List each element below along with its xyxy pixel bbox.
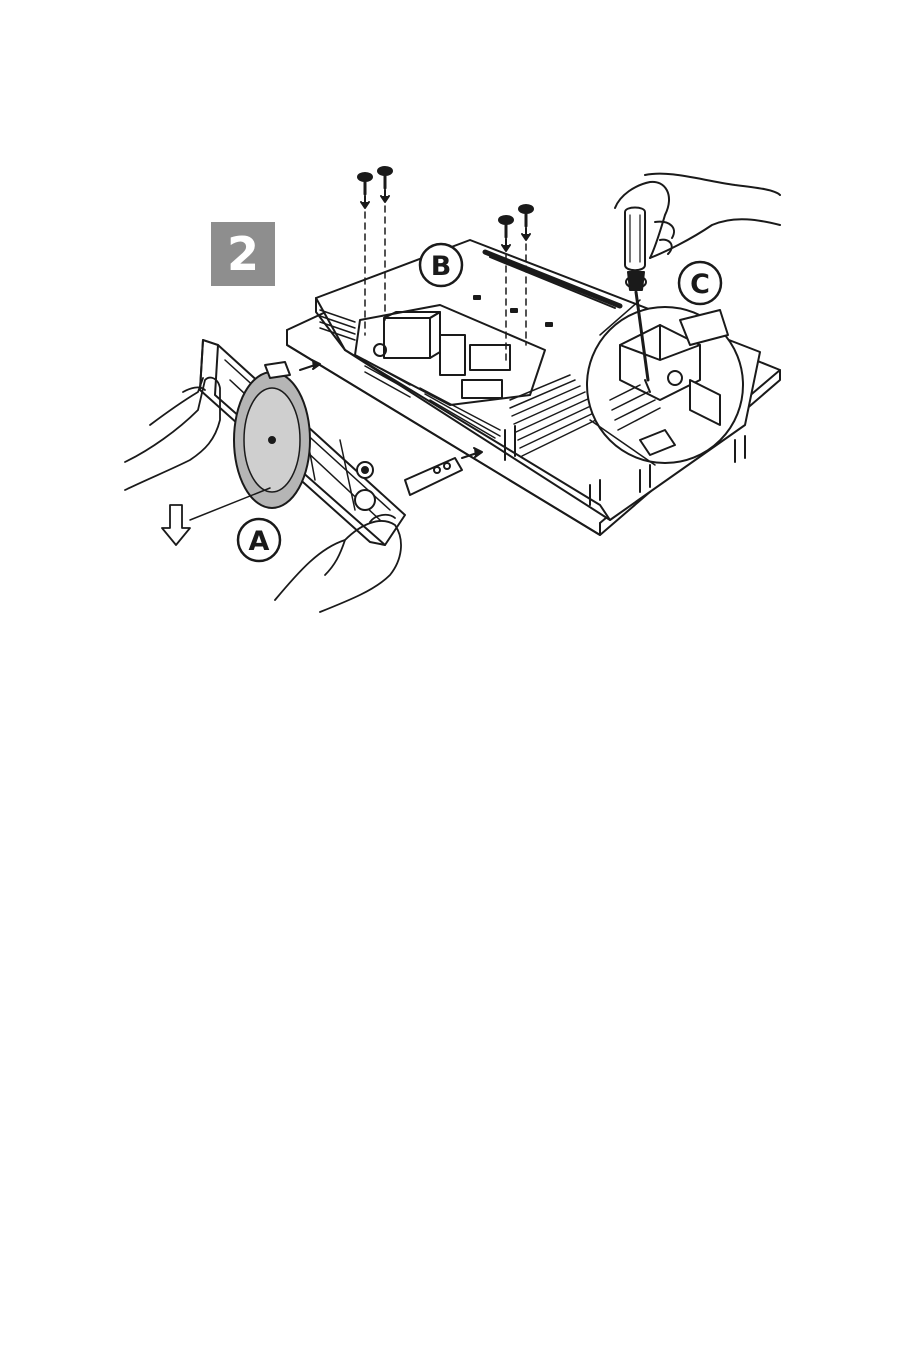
down-arrow-icon <box>162 505 190 545</box>
callout-a: A <box>249 526 270 557</box>
callout-c: C <box>690 269 710 300</box>
callout-b: B <box>431 251 452 282</box>
